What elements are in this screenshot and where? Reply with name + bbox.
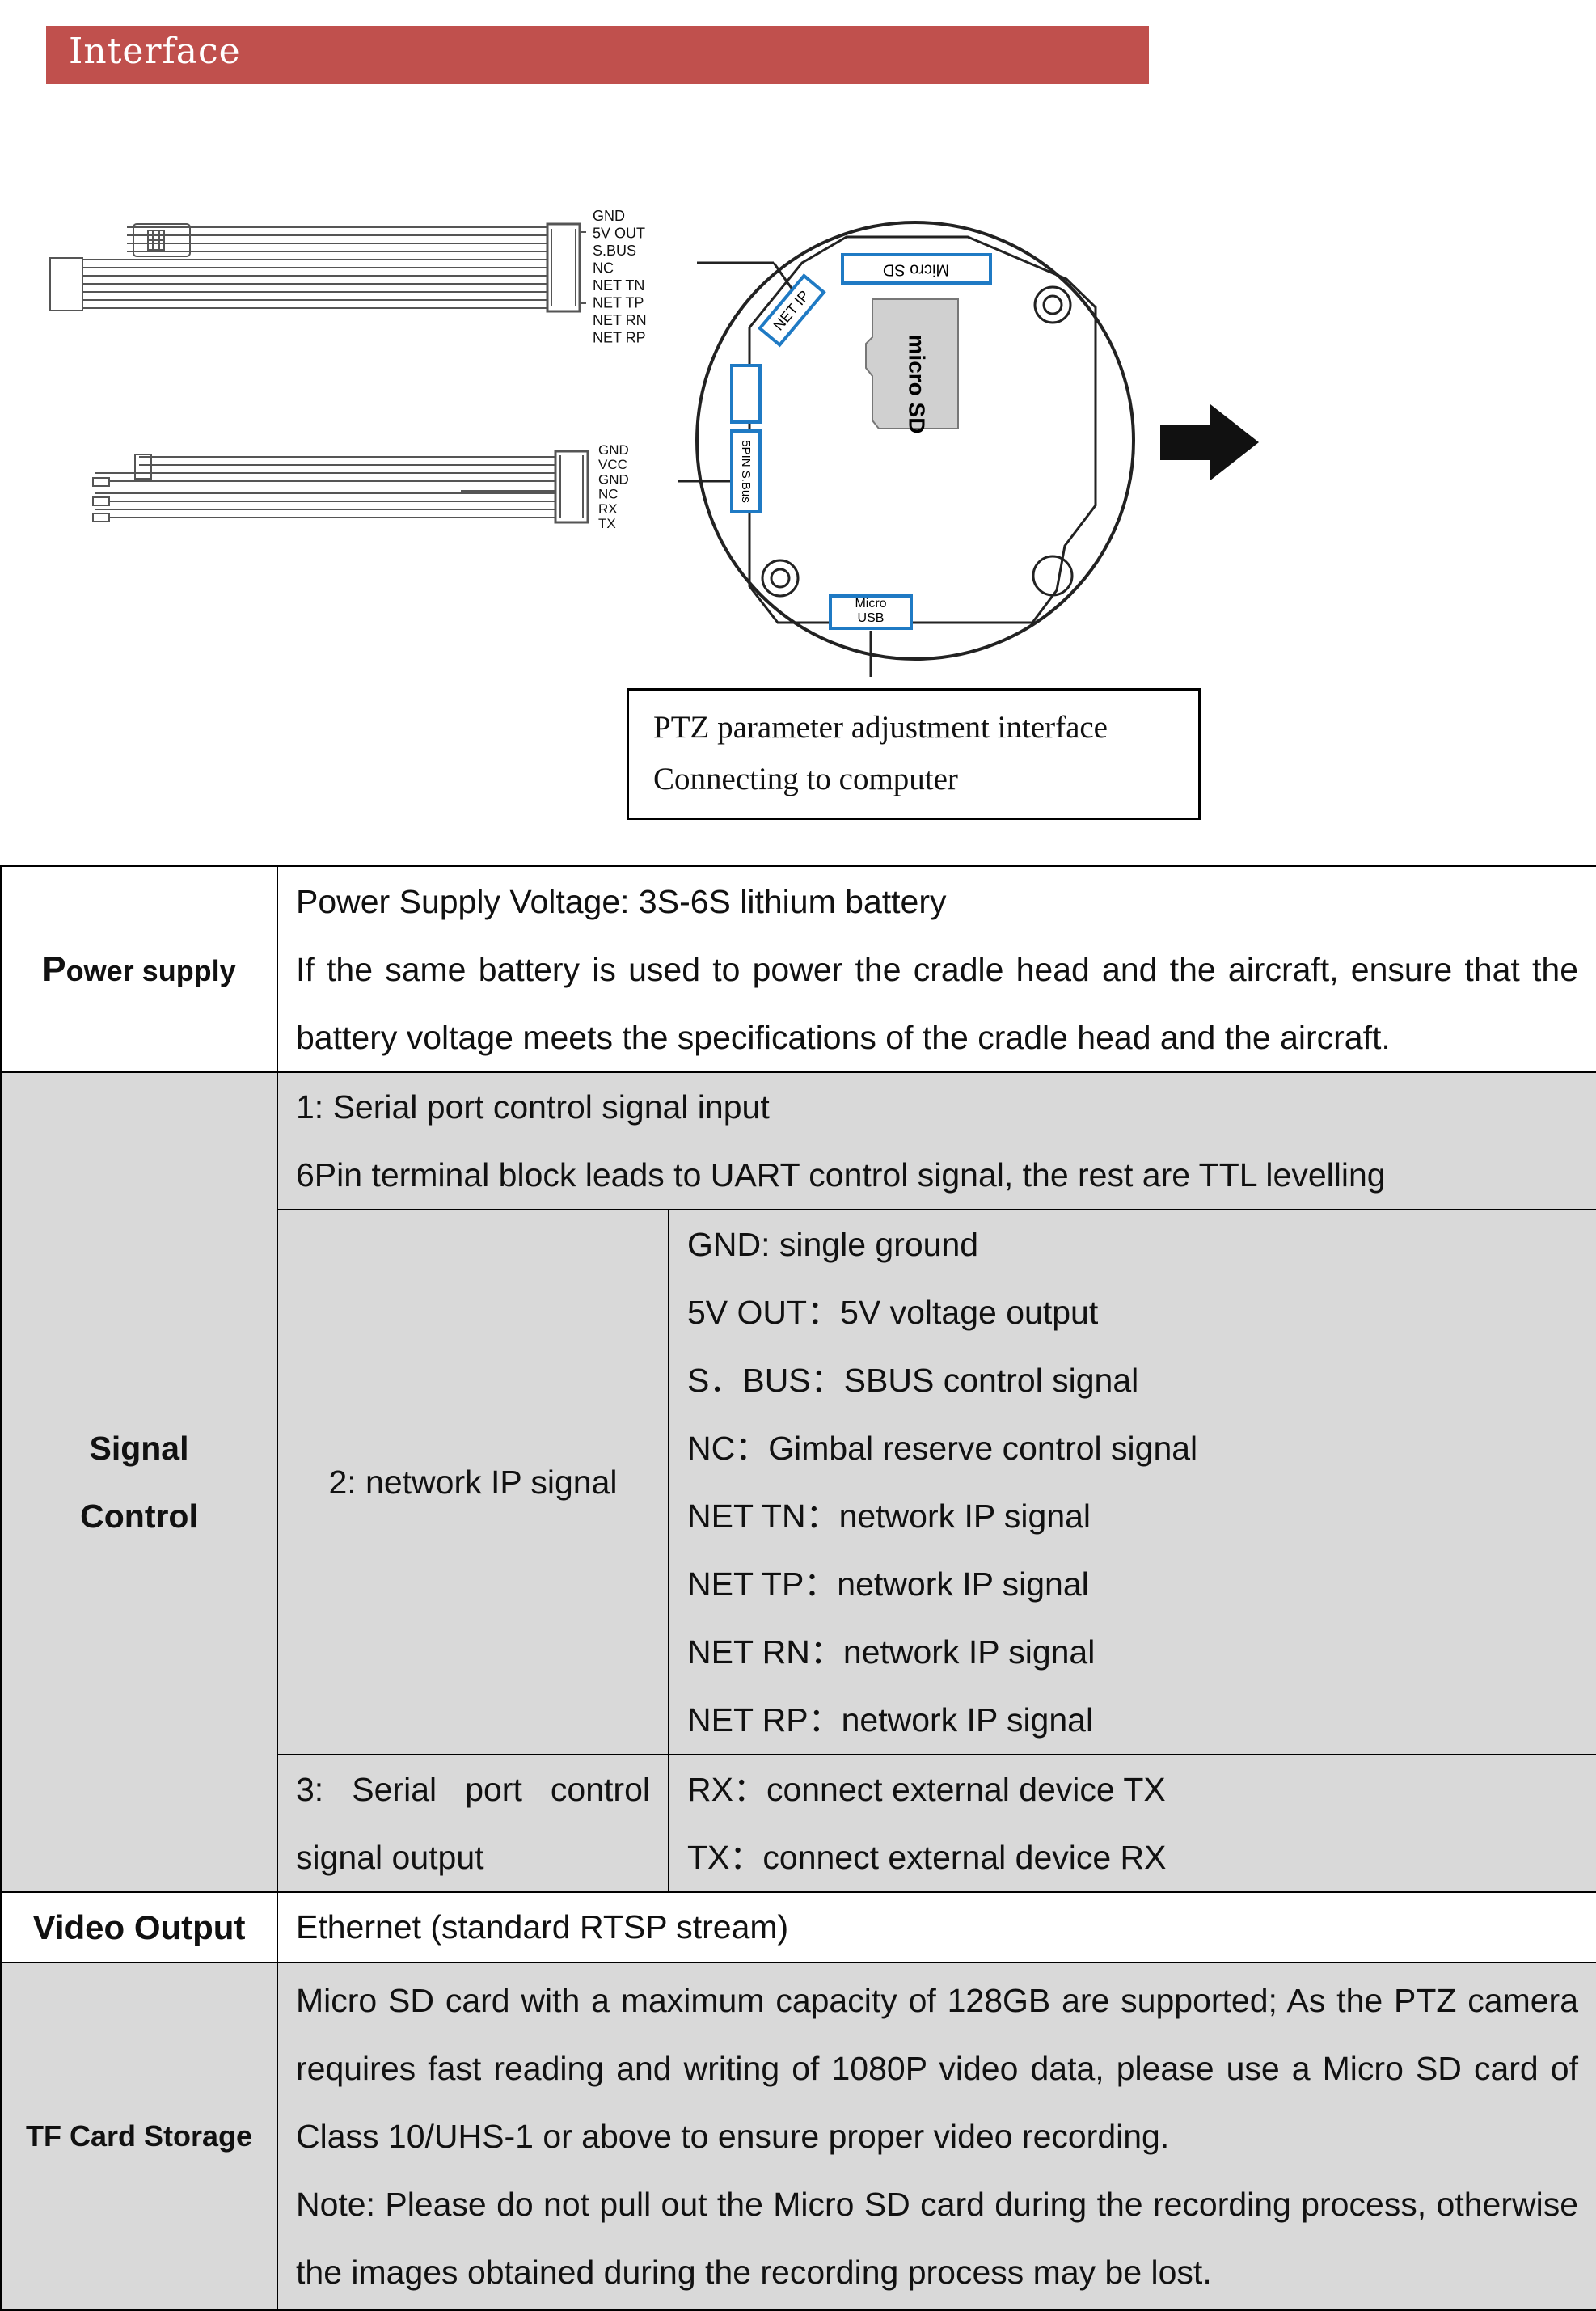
section-title: Interface: [69, 31, 241, 72]
svg-text:micro SD: micro SD: [905, 335, 930, 434]
serial-output-label: 3: Serial port control signal output: [277, 1754, 669, 1893]
pin-description: NET TP：network IP signal: [687, 1565, 1089, 1603]
row-serial-input: Signal Control 1: Serial port control si…: [0, 1071, 1596, 1893]
video-output-label: Video Output: [0, 1891, 278, 1963]
usb-callout-box: PTZ parameter adjustment interface Conne…: [627, 688, 1201, 820]
sd-card-graphic: micro SD: [865, 298, 959, 434]
pin-label: NET RN: [593, 312, 647, 328]
pin-description: NET TN：network IP signal: [687, 1498, 1091, 1535]
svg-text:Micro SD: Micro SD: [883, 261, 949, 279]
network-ip-label: 2: network IP signal: [277, 1209, 669, 1755]
serial-input-cell: 1: Serial port control signal input 6Pin…: [277, 1071, 1596, 1210]
pin-label: 5V OUT: [593, 226, 645, 242]
tf-card-value: Micro SD card with a maximum capacity of…: [277, 1962, 1596, 2311]
svg-text:USB: USB: [858, 611, 885, 625]
pin-label: NC: [598, 487, 619, 502]
net-ip-port: NET IP: [757, 273, 826, 348]
pin-label: TX: [598, 516, 616, 531]
pin-description: NC：Gimbal reserve control signal: [687, 1430, 1198, 1467]
pin-description: NET RP：network IP signal: [687, 1701, 1094, 1739]
power-supply-label: Power supply: [0, 865, 278, 1073]
pin-label: GND: [598, 442, 629, 458]
pin-label: NET TN: [593, 277, 644, 294]
pin-label: GND: [598, 471, 629, 487]
row-power-supply: Power supply Power Supply Voltage: 3S-6S…: [0, 865, 1596, 1073]
video-output-value: Ethernet (standard RTSP stream): [277, 1891, 1596, 1963]
section-header-bar: Interface: [46, 26, 1149, 84]
cable-1-net-ip: [49, 222, 586, 313]
pin-label: VCC: [598, 457, 627, 472]
interface-spec-table: Power supply Power Supply Voltage: 3S-6S…: [0, 865, 1596, 2311]
signal-control-label: Signal Control: [0, 1071, 278, 1893]
pin-description: NET RN：network IP signal: [687, 1633, 1096, 1671]
svg-text:5PIN S.Bus: 5PIN S.Bus: [739, 440, 753, 503]
pin-label: S.BUS: [593, 243, 636, 259]
control-board: [678, 221, 1135, 677]
tf-card-label: TF Card Storage: [0, 1962, 278, 2311]
pin-label: NET TP: [593, 295, 644, 311]
pin-description: 5V OUT：5V voltage output: [687, 1294, 1099, 1331]
arrow-right-icon: [1160, 404, 1259, 480]
row-tf-card: TF Card Storage Micro SD card with a max…: [0, 1962, 1596, 2311]
callout-line-1: PTZ parameter adjustment interface: [653, 710, 1108, 745]
pin-description: GND: single ground: [687, 1226, 979, 1263]
callout-line-2: Connecting to computer: [653, 762, 958, 796]
pin-description: S．BUS：SBUS control signal: [687, 1362, 1139, 1399]
serial-output-items: RX：connect external device TX TX：connect…: [668, 1754, 1596, 1893]
pin-label: RX: [598, 501, 618, 517]
micro-usb-port: Micro USB: [829, 594, 913, 630]
pin-label: NC: [593, 260, 614, 277]
network-ip-items: GND: single ground 5V OUT：5V voltage out…: [668, 1209, 1596, 1755]
side-port: [730, 364, 762, 424]
micro-sd-slot: Micro SD: [841, 253, 992, 285]
row-serial-output: 3: Serial port control signal output RX：…: [1, 1754, 1596, 1893]
pin-label: NET RP: [593, 330, 646, 346]
pin-description: TX：connect external device RX: [687, 1839, 1167, 1876]
power-supply-value: Power Supply Voltage: 3S-6S lithium batt…: [277, 865, 1596, 1073]
svg-text:Micro: Micro: [855, 597, 886, 610]
5pin-sbus-port: 5PIN S.Bus: [730, 429, 762, 513]
cable-2-serial: [92, 450, 589, 524]
row-video-output: Video Output Ethernet (standard RTSP str…: [0, 1891, 1596, 1963]
pin-description: RX：connect external device TX: [687, 1771, 1166, 1808]
row-network-ip: 2: network IP signal GND: single ground …: [1, 1209, 1596, 1755]
pin-label: GND: [593, 208, 625, 224]
